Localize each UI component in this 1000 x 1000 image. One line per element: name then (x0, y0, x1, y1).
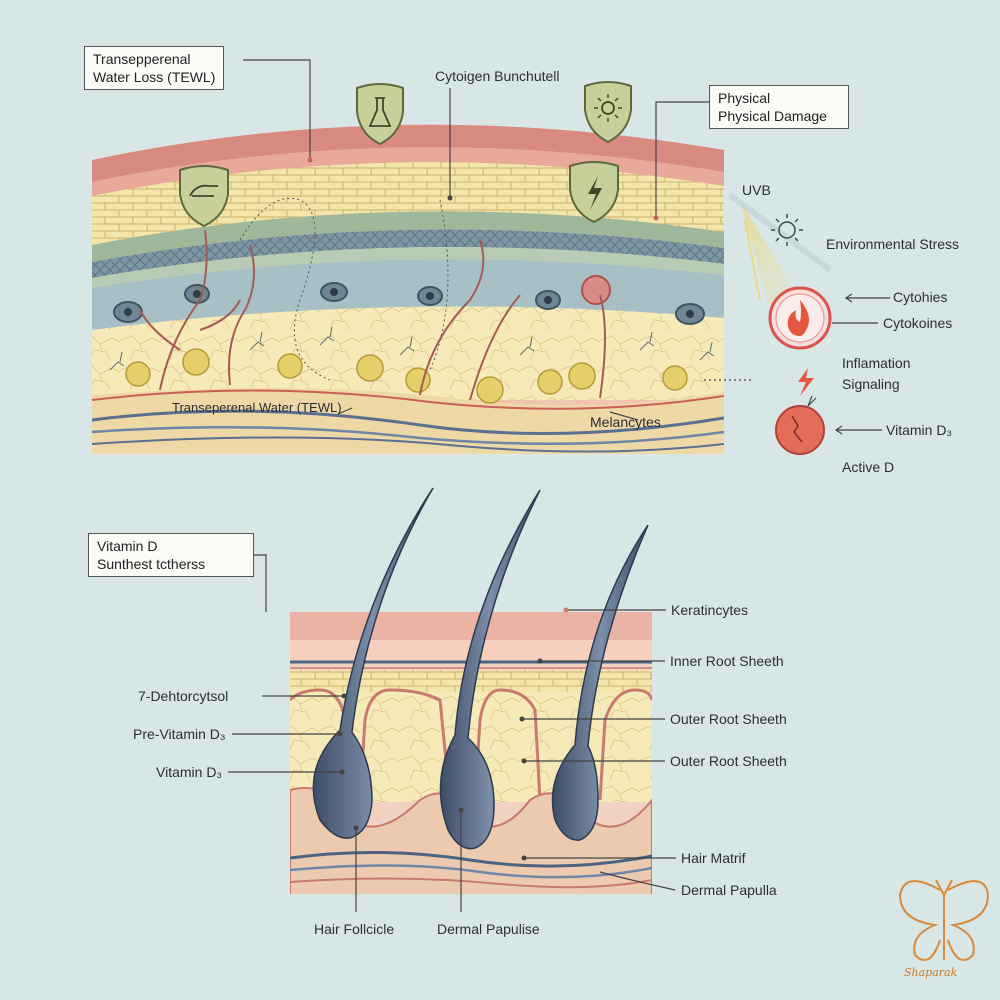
hair-matrif-label: Hair Matrif (681, 850, 746, 866)
physical-damage-box: Physical Physical Damage (709, 85, 849, 129)
watermark-text: Shaparak (904, 966, 958, 979)
hand-shield-icon (179, 165, 229, 228)
sun-shield-icon (584, 81, 632, 144)
dehydrocholesterol-label: 7-Dehtorcytsol (138, 688, 229, 704)
sun-icon (771, 214, 803, 246)
lightning-shield-icon (569, 161, 619, 224)
flame-icon (768, 286, 832, 350)
cytohies-label: Cytohies (893, 289, 948, 305)
cytokoines-label: Cytokoines (883, 315, 953, 331)
cytoigen-label: Cytoigen Bunchutell (435, 68, 560, 84)
physical-line1: Physical (718, 90, 771, 106)
vitamin-d3-top-label: Vitamin D₃ (886, 422, 953, 438)
tewl-callout-line2: Water Loss (TEWL) (93, 69, 216, 85)
physical-line2: Physical Damage (718, 108, 827, 124)
lightning-icon (798, 368, 814, 396)
synthesis-line2: Sunthest tctherss (97, 556, 206, 572)
keratincytes-label: Keratincytes (671, 602, 749, 618)
epidermis-cross-section (92, 124, 724, 454)
environmental-stress-label: Environmental Stress (826, 236, 960, 252)
pre-vitamin-d3-label: Pre-Vitamin D₃ (133, 726, 226, 742)
tewl-callout-box: Transepperenal Water Loss (TEWL) (84, 46, 225, 90)
vitamin-d-synthesis-box: Vitamin D Sunthest tctherss (88, 533, 254, 577)
melancytes-label: Melancytes (590, 414, 661, 430)
active-d-label: Active D (842, 459, 895, 475)
dermal-papulla-label: Dermal Papulla (681, 882, 777, 898)
flask-shield-icon (356, 83, 404, 146)
outer-root-sheath-label-2: Outer Root Sheeth (670, 753, 787, 769)
uvb-label: UVB (742, 182, 771, 198)
tewl-callout-line1: Transepperenal (93, 51, 191, 67)
outer-root-sheath-label-1: Outer Root Sheeth (670, 711, 787, 727)
vitamin-d-sphere-icon (775, 395, 825, 455)
hair-follcicle-label: Hair Follcicle (314, 921, 395, 937)
signaling-label: Signaling (842, 376, 900, 392)
hair-follicle-cross-section (290, 487, 652, 894)
inflamation-label: Inflamation (842, 355, 911, 371)
vitamin-d3-bottom-label: Vitamin D₃ (156, 764, 223, 780)
dermal-papulise-label: Dermal Papulise (437, 921, 540, 937)
inner-root-sheath-label: Inner Root Sheeth (670, 653, 784, 669)
synthesis-line1: Vitamin D (97, 538, 158, 554)
tewl-inner-label: Transeperenal Water (TEWL) (172, 400, 342, 415)
butterfly-logo-icon (898, 879, 990, 961)
